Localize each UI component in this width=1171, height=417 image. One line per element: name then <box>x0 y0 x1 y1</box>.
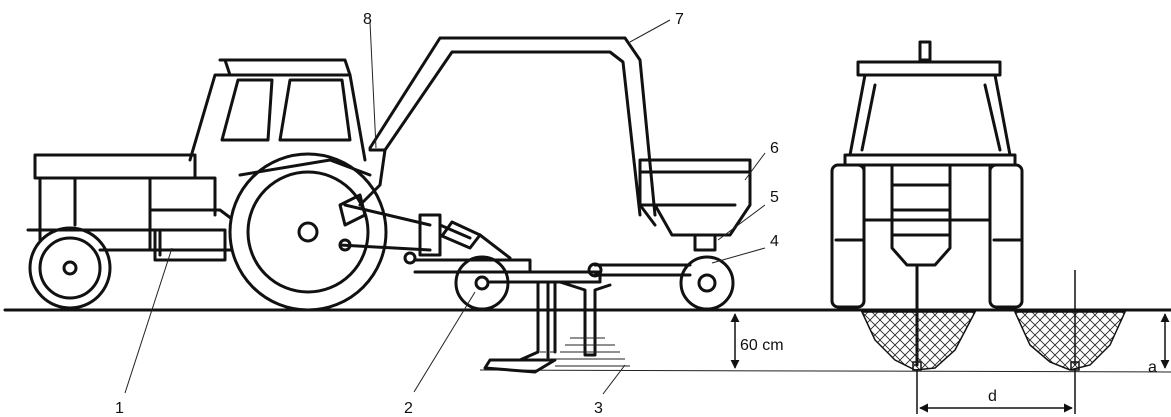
callout-4: 4 <box>770 233 779 250</box>
subsoiler-frame <box>413 213 602 284</box>
spacing-label: d <box>988 388 997 405</box>
depth-dimension-60cm: 60 cm <box>730 313 784 369</box>
subsoiler-shank <box>483 280 557 374</box>
callout-5: 5 <box>770 189 779 206</box>
callout-6: 6 <box>770 140 779 157</box>
delivery-tube <box>558 262 692 357</box>
depth-baseline <box>479 369 1171 373</box>
callouts: 1 2 3 4 5 6 7 8 <box>115 11 779 417</box>
callout-1: 1 <box>115 400 124 417</box>
tractor-side-view <box>26 58 388 312</box>
fertilizer-layer <box>540 337 630 367</box>
spacing-dimension-d: d <box>916 370 1076 414</box>
three-point-hitch <box>338 148 432 265</box>
gauge-wheel <box>454 255 510 311</box>
depth-label: 60 cm <box>740 337 784 354</box>
fertilizer-hopper <box>638 158 752 252</box>
loosened-soil-zones <box>860 270 1127 371</box>
callout-8: 8 <box>363 11 372 28</box>
callout-3: 3 <box>594 400 603 417</box>
depth-dimension-a: a <box>1148 313 1170 376</box>
callout-2: 2 <box>404 400 413 417</box>
crane-boom <box>368 36 657 217</box>
callout-7: 7 <box>675 11 684 28</box>
depth-symbol-label: a <box>1148 359 1157 376</box>
transport-wheel <box>679 255 735 311</box>
